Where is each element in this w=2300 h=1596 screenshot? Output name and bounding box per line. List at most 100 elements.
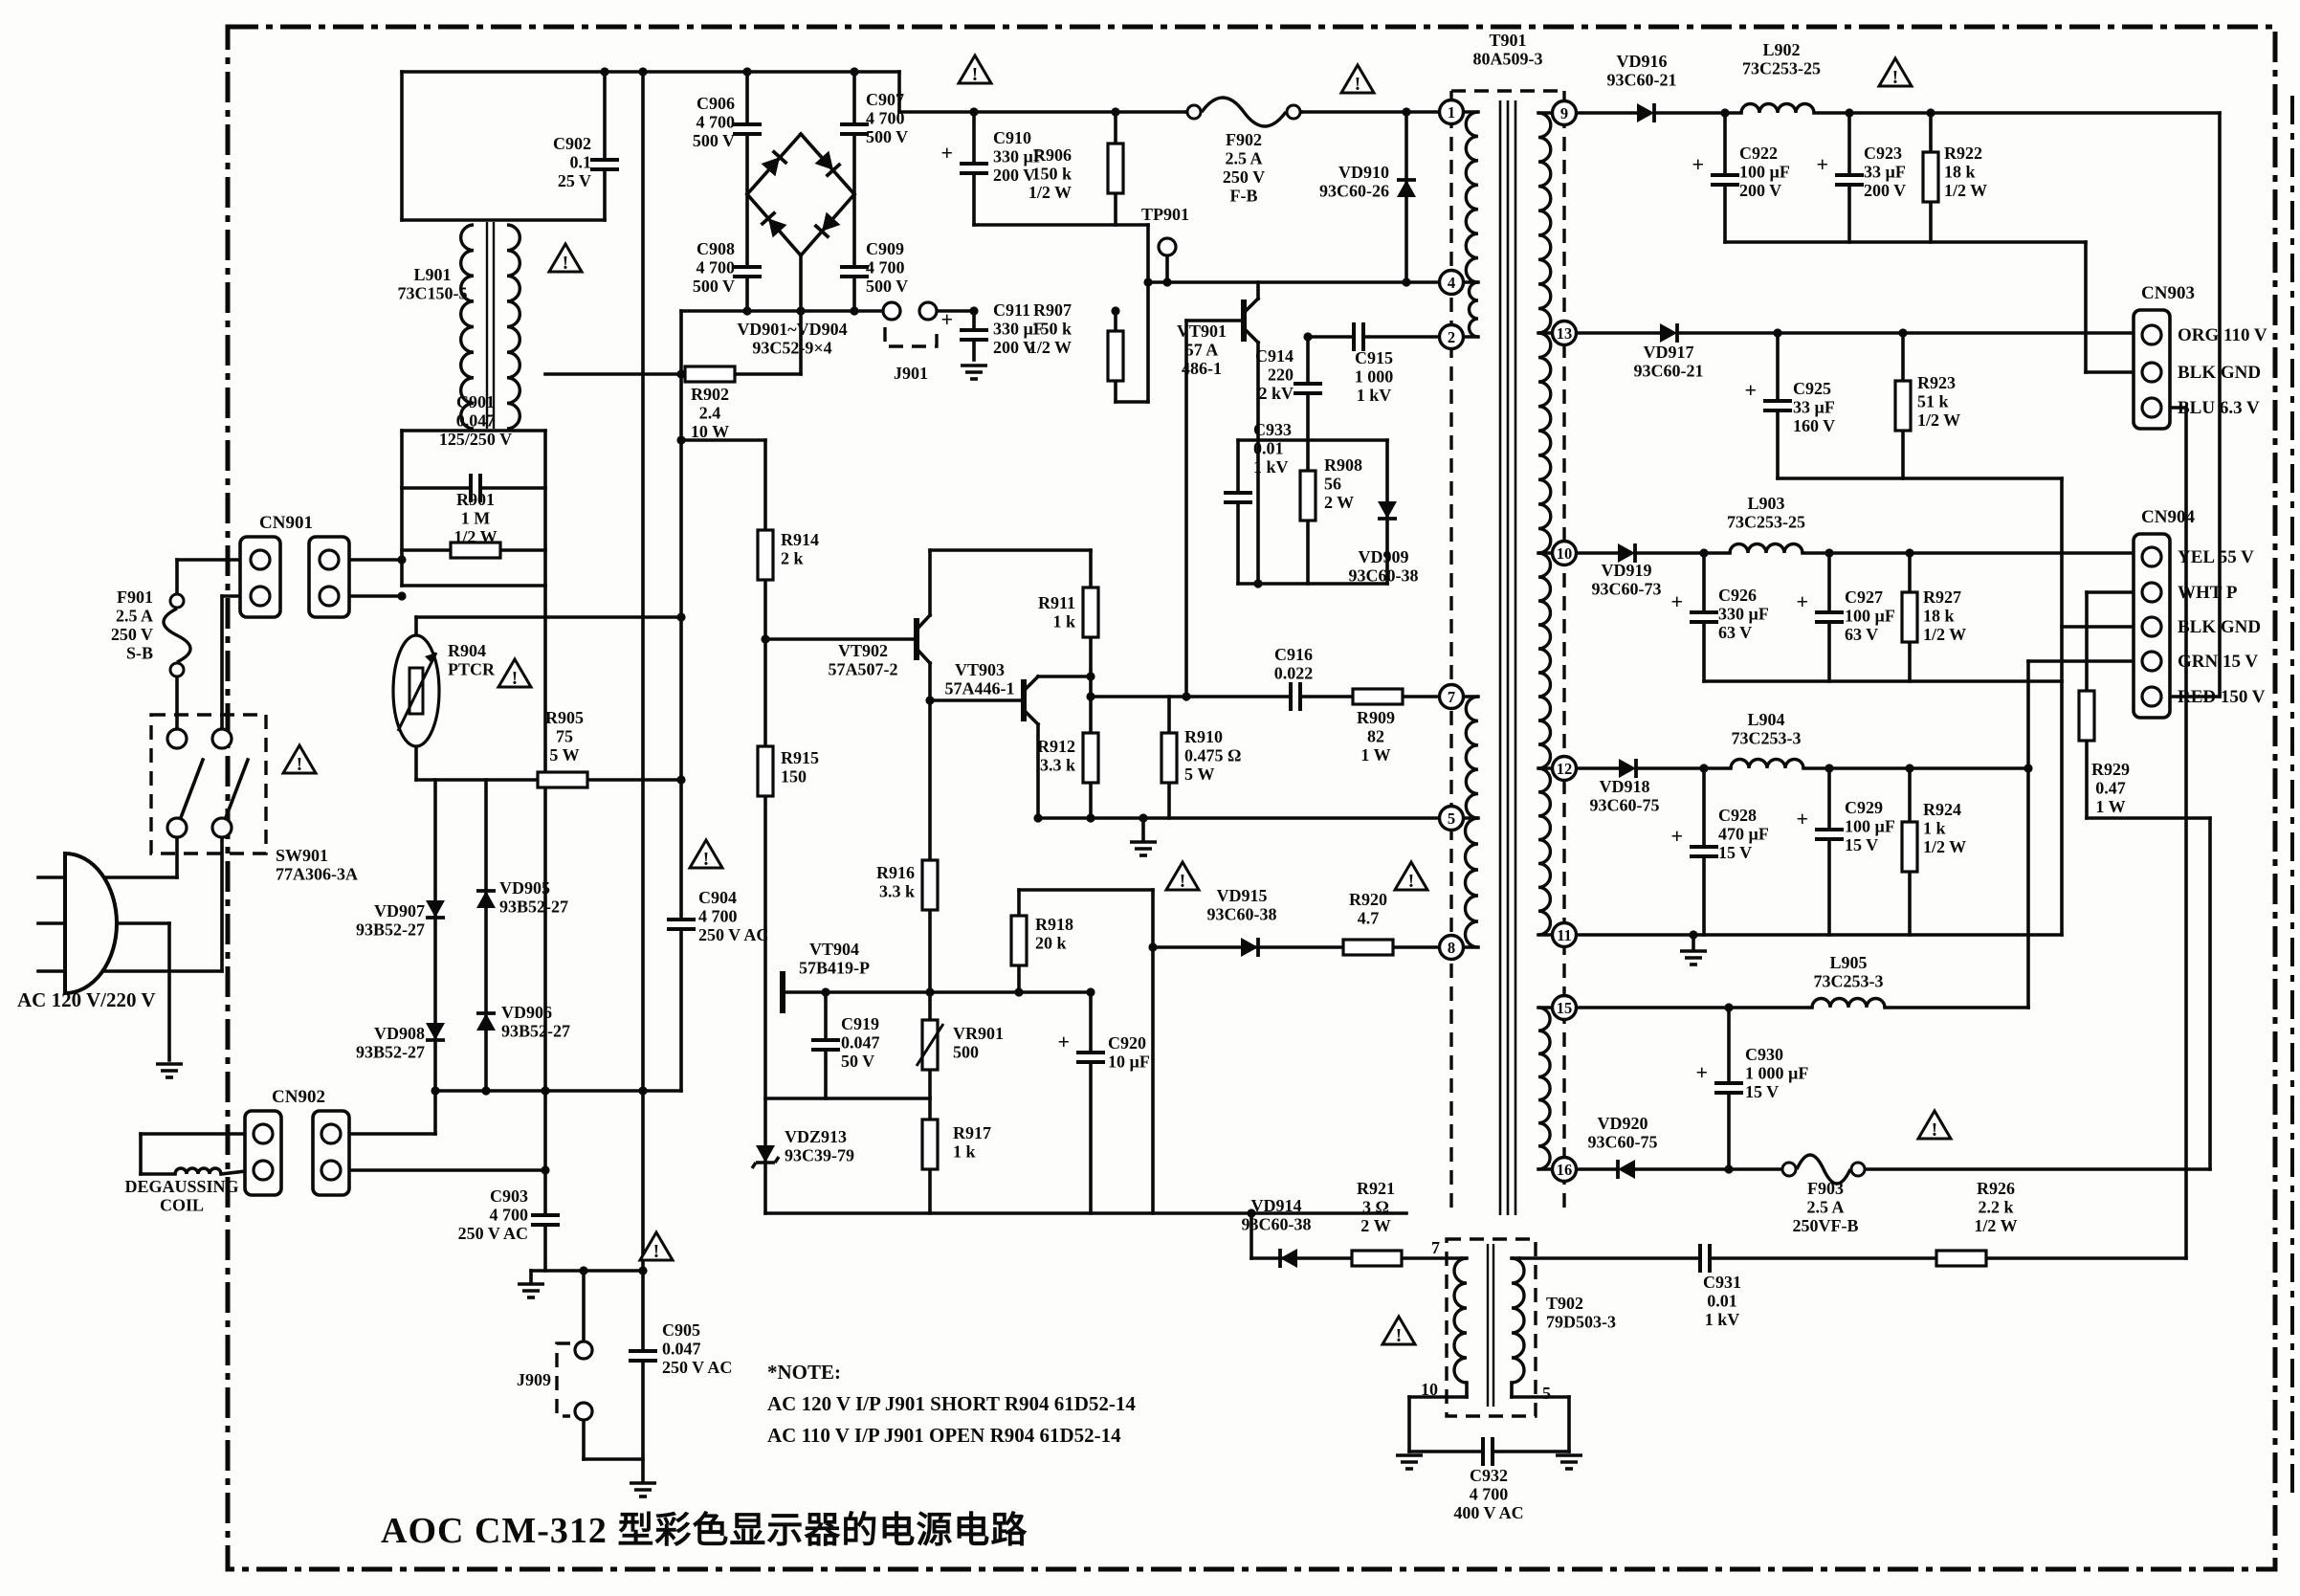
junction-dot <box>1247 1208 1256 1218</box>
svg-text:8: 8 <box>1448 939 1455 957</box>
junction-dot <box>742 67 752 77</box>
warning-icon: ! <box>956 53 994 85</box>
junction-dot <box>1845 108 1854 118</box>
label-CN901: CN901 <box>259 513 313 533</box>
svg-text:!: ! <box>653 1241 660 1262</box>
junction-dot <box>481 1086 491 1096</box>
plus-sign: + <box>1816 152 1828 176</box>
junction-dot <box>431 1086 440 1096</box>
plus-sign: + <box>940 307 953 331</box>
junction-dot <box>1825 764 1834 773</box>
diode-VD904 <box>760 211 787 238</box>
plus-sign: + <box>1670 824 1683 848</box>
winding-L901-a <box>458 223 475 431</box>
warning-icon: ! <box>546 241 585 274</box>
junction-dot <box>638 67 648 77</box>
diode-VD915 <box>1241 938 1260 957</box>
winding-T901-pri-3 <box>1463 816 1479 949</box>
junction-dot <box>969 107 979 117</box>
junction-dot <box>541 1165 550 1175</box>
capacitor-C905 <box>629 1349 657 1363</box>
symbols-layer: +++++++++++!!!!!!!!!!!! <box>63 53 2172 1498</box>
jumper-J901-a <box>881 300 902 321</box>
fuse-F902 <box>1185 96 1302 128</box>
fuse-F901 <box>162 592 192 678</box>
capacitor-C922: + <box>1692 152 1739 187</box>
t902-pin-10: 10 <box>1421 1380 1438 1399</box>
winding-T901-sec-4 <box>1537 1006 1552 1171</box>
inductor-L902 <box>1739 101 1816 114</box>
junction-dot <box>600 67 609 77</box>
winding-T901-sec-1 <box>1537 331 1553 555</box>
capacitor-C925: + <box>1744 378 1792 412</box>
svg-text:13: 13 <box>1557 324 1573 343</box>
svg-text:!: ! <box>703 849 710 870</box>
resistor-R929 <box>2077 689 2096 743</box>
note-line-2: AC 110 V I/P J901 OPEN R904 61D52-14 <box>767 1424 1121 1447</box>
diode-VD914 <box>1278 1249 1297 1268</box>
junction-dot <box>742 306 752 316</box>
ground-symbol <box>518 1282 544 1299</box>
junction-dot <box>1689 930 1698 940</box>
resistor-R920 <box>1341 938 1395 957</box>
sheet-border-rect <box>225 24 2278 1572</box>
capacitor-C911: + <box>940 307 988 342</box>
warning-icon: ! <box>496 656 534 689</box>
t901-pin-2: 2 <box>1437 322 1466 351</box>
capacitor-C906 <box>733 122 762 136</box>
plus-sign: + <box>1057 1030 1070 1053</box>
diode-VD902 <box>814 150 842 178</box>
ground-symbol <box>961 364 987 381</box>
resistor-R918 <box>1009 914 1028 967</box>
junction-dot <box>1086 672 1095 681</box>
t901-pin-12: 12 <box>1550 754 1579 783</box>
note-header: *NOTE: <box>767 1361 842 1384</box>
diode-VD905 <box>476 889 496 908</box>
svg-text:!: ! <box>1355 74 1361 95</box>
junction-dot <box>676 612 686 622</box>
junction-dot <box>1139 813 1148 823</box>
t902-pin-7: 7 <box>1431 1238 1440 1257</box>
warning-icon: ! <box>637 1230 675 1262</box>
inductor-DEGAUSS <box>173 1166 223 1175</box>
junction-dot <box>1773 328 1782 338</box>
capacitor-C930: + <box>1695 1060 1743 1095</box>
winding-T901-sec-3 <box>1537 766 1553 937</box>
junction-dot <box>1303 332 1313 342</box>
ground-symbol <box>1556 1453 1582 1471</box>
capacitor-C933 <box>1224 491 1252 504</box>
warning-icon: ! <box>1338 62 1377 95</box>
diode-VD910 <box>1397 178 1416 197</box>
diode-VD920 <box>1616 1160 1635 1179</box>
resistor-R912 <box>1081 731 1100 785</box>
junction-dot <box>1033 813 1043 823</box>
junction-dot <box>925 987 935 997</box>
ground-symbol <box>630 1481 656 1498</box>
junction-dot <box>1905 548 1914 558</box>
resistor-R910 <box>1160 731 1179 785</box>
junction-dot <box>1402 107 1411 117</box>
